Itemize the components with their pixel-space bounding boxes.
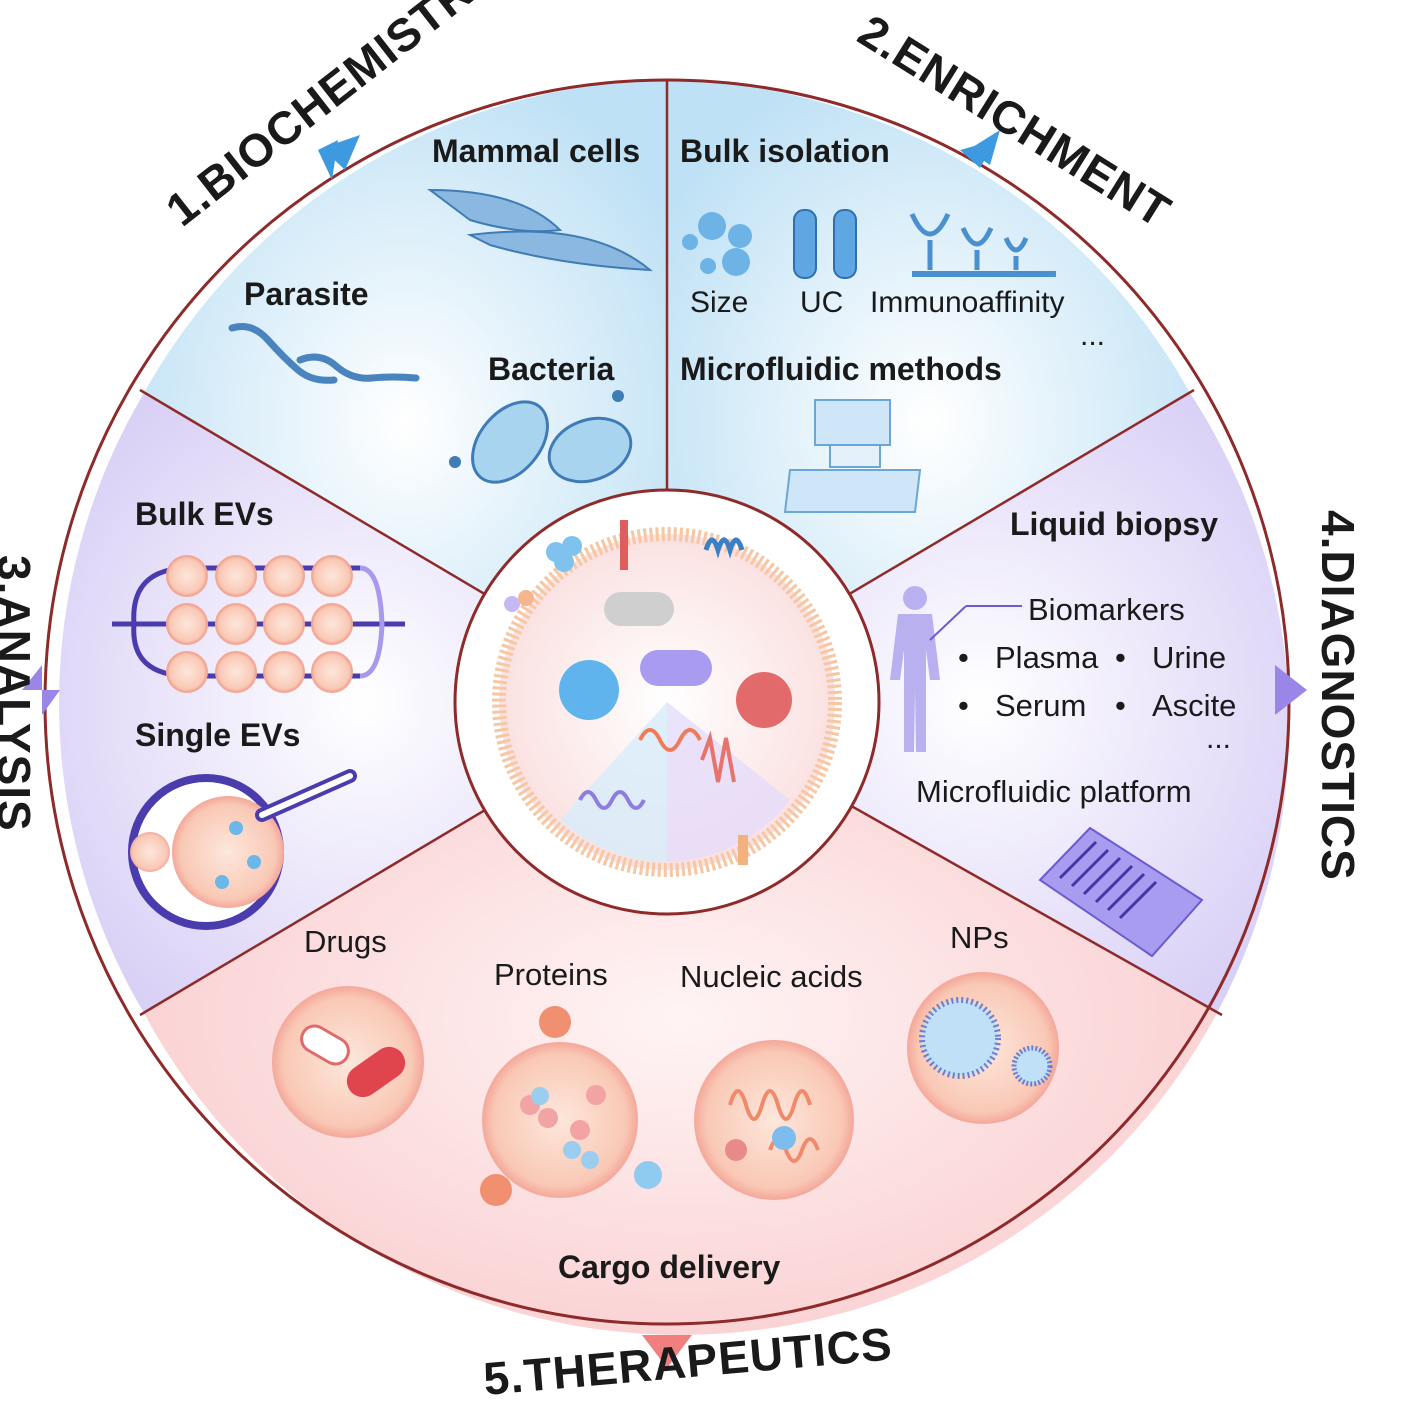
arrow-enrichment [960, 130, 1000, 168]
label-drugs: Drugs [304, 924, 387, 959]
label-cargo-delivery: Cargo delivery [558, 1249, 781, 1285]
central-vesicle [453, 488, 881, 916]
size-icon [682, 212, 752, 276]
bullet-4: • [1115, 688, 1126, 723]
diagnostics-ellipsis: ... [1206, 722, 1231, 755]
immunoaffinity-icon [909, 212, 1056, 277]
direction-arrows [22, 130, 1307, 1368]
analysis-content: Bulk EVs Single EVs [112, 496, 405, 930]
uc-tubes-icon [793, 209, 857, 279]
microfluidic-device-icon [783, 399, 922, 513]
arrow-therapeutics [642, 1335, 692, 1368]
label-liquid-biopsy: Liquid biopsy [1010, 506, 1218, 542]
label-size: Size [690, 286, 748, 319]
mammal-cell-icon [426, 188, 653, 272]
enrichment-ellipsis: ... [1080, 319, 1105, 352]
parasite-icon [228, 323, 420, 384]
arrow-biochemistry [318, 135, 360, 180]
title-analysis: 3.ANALYSIS [0, 555, 40, 832]
title-diagnostics: 4.DIAGNOSTICS [1312, 510, 1364, 881]
label-parasite: Parasite [244, 276, 369, 312]
bullet-3: • [958, 688, 969, 723]
label-microfluidic-platform: Microfluidic platform [916, 774, 1192, 809]
label-immunoaffinity: Immunoaffinity [870, 286, 1065, 319]
magnifier-icon [128, 769, 357, 930]
label-nps: NPs [950, 920, 1009, 955]
label-plasma: Plasma [995, 640, 1099, 675]
therapeutics-content: Drugs Proteins Nucleic acids NPs [272, 920, 1059, 1285]
nucleic-acids-vesicle-icon [694, 1040, 854, 1200]
label-uc: UC [800, 286, 843, 319]
nps-vesicle-icon [907, 972, 1059, 1124]
arrow-diagnostics [1275, 665, 1307, 715]
label-bulk-isolation: Bulk isolation [680, 133, 890, 169]
wheel [43, 78, 1291, 1335]
label-nucleic-acids: Nucleic acids [680, 959, 863, 994]
label-microfluidic-methods: Microfluidic methods [680, 351, 1002, 387]
arrow-analysis [22, 665, 60, 715]
diagnostics-content: Liquid biopsy Biomarkers • Plasma • Urin… [890, 506, 1236, 958]
sector-therapeutics [144, 702, 1217, 1335]
biomarker-pointer [929, 605, 967, 641]
label-bulk-evs: Bulk EVs [135, 496, 274, 532]
drugs-vesicle-icon [272, 986, 424, 1138]
label-biomarkers: Biomarkers [1028, 592, 1185, 627]
label-serum: Serum [995, 688, 1086, 723]
bullet-1: • [958, 640, 969, 675]
label-bacteria: Bacteria [488, 351, 615, 387]
proteins-vesicle-icon [480, 1006, 662, 1206]
microfluidic-chip-icon [1038, 826, 1204, 958]
enrichment-content: Bulk isolation Size UC Immunoaffinity ..… [680, 133, 1105, 513]
label-mammal-cells: Mammal cells [432, 133, 640, 169]
label-proteins: Proteins [494, 957, 608, 992]
human-body-icon [890, 586, 940, 752]
bulk-evs-grid-icon [112, 555, 405, 693]
biochemistry-content: Mammal cells Parasite Bacteria [228, 133, 653, 484]
label-urine: Urine [1152, 640, 1226, 675]
label-single-evs: Single EVs [135, 717, 300, 753]
label-ascite: Ascite [1152, 688, 1236, 723]
bullet-2: • [1115, 640, 1126, 675]
bacteria-icon [449, 390, 633, 484]
